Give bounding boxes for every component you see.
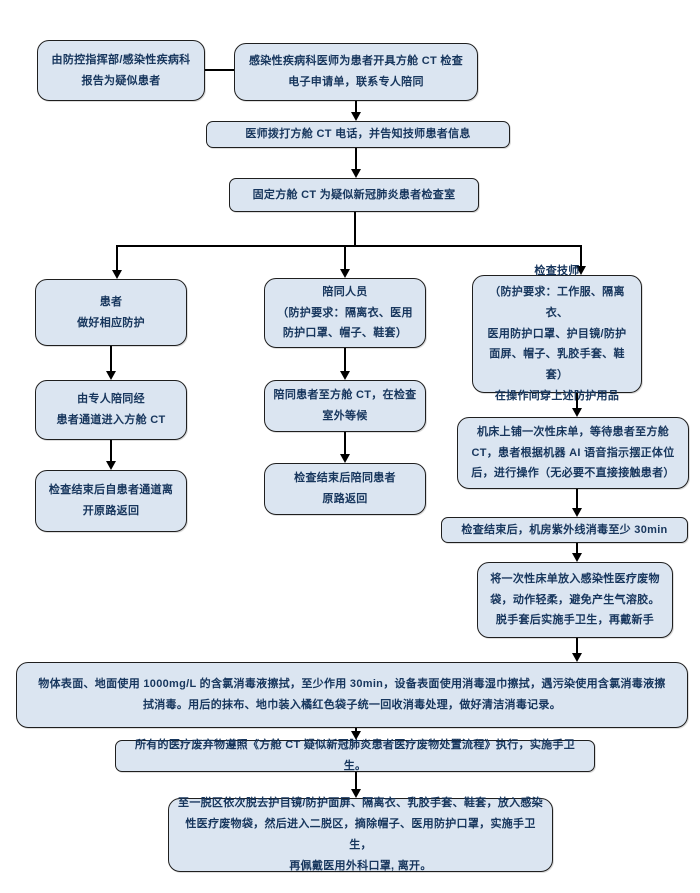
arrowhead-call-fixed [351, 169, 361, 178]
arrowhead-escort-1-2 [340, 371, 350, 380]
node-escort-protection: 陪同人员 （防护要求：隔离衣、医用 防护口罩、帽子、鞋套） [264, 278, 426, 348]
node-tech-protection: 检查技师 （防护要求：工作服、隔离衣、 医用防护口罩、护目镜/防护 面屏、帽子、… [472, 265, 642, 402]
arrowhead-branch-left [112, 270, 122, 279]
branch-stem [354, 212, 356, 247]
node-medical-waste: 所有的医疗废弃物遵照《方舱 CT 疑似新冠肺炎患者医疗废物处置流程》执行，实施手… [115, 739, 595, 772]
node-escort-wait: 陪同患者至方舱 CT，在检查 室外等候 [264, 380, 426, 432]
connector-report-order [205, 69, 234, 71]
arrowhead-waste-doffing [351, 789, 361, 798]
node-tech-uv-disinfect: 检查结束后，机房紫外线消毒至少 30min [441, 517, 688, 543]
branch-left-line [116, 245, 118, 271]
connector-order-call [355, 101, 357, 113]
connector-call-fixed [355, 148, 357, 170]
arrowhead-disinfect-waste [351, 731, 361, 740]
arrowhead-branch-middle [340, 269, 350, 278]
connector-patient-2-3 [110, 440, 112, 462]
node-call-technician: 医师拨打方舱 CT 电话，并告知技师患者信息 [206, 121, 510, 148]
node-tech-sheet-disposal: 将一次性床单放入感染性医疗废物 袋，动作轻柔，避免产生气溶胶。 脱手套后实施手卫… [477, 562, 673, 638]
connector-patient-1-2 [110, 346, 112, 372]
connector-tech-3-4 [576, 543, 578, 554]
connector-tech-2-3 [576, 489, 578, 509]
arrowhead-branch-right [576, 266, 586, 275]
connector-disinfect-waste [355, 728, 357, 732]
node-tech-operate: 机床上铺一次性床单，等待患者至方舱 CT，患者根据机器 AI 语音指示摆正体位 … [457, 417, 689, 489]
connector-escort-1-2 [344, 348, 346, 372]
node-report-suspected: 由防控指挥部/感染性疾病科 报告为疑似患者 [37, 40, 205, 101]
connector-escort-2-3 [344, 432, 346, 455]
arrowhead-tech-disinfect [572, 653, 582, 662]
connector-tech-disinfect [576, 638, 578, 654]
arrowhead-patient-1-2 [106, 371, 116, 380]
branch-right-line [580, 245, 582, 267]
node-surface-disinfection: 物体表面、地面使用 1000mg/L 的含氯消毒液擦拭，至少作用 30min，设… [16, 662, 688, 728]
branch-bar [116, 245, 582, 247]
node-patient-enter-ct: 由专人陪同经 患者通道进入方舱 CT [35, 380, 187, 440]
connector-tech-1-2 [576, 393, 578, 409]
node-escort-return: 检查结束后陪同患者 原路返回 [264, 463, 426, 515]
arrowhead-tech-2-3 [572, 508, 582, 517]
node-order-exam: 感染性疾病科医师为患者开具方舱 CT 检查 电子申请单，联系专人陪同 [234, 43, 478, 101]
arrowhead-tech-3-4 [572, 553, 582, 562]
arrowhead-tech-1-2 [572, 408, 582, 417]
branch-middle-line [344, 245, 346, 270]
connector-waste-doffing [355, 772, 357, 790]
arrowhead-patient-2-3 [106, 461, 116, 470]
node-doffing-area: 至一脱区依次脱去护目镜/防护面屏、隔离衣、乳胶手套、鞋套，放入感染 性医疗废物袋… [168, 797, 553, 872]
arrowhead-escort-2-3 [340, 454, 350, 463]
node-patient-return: 检查结束后自患者通道离 开原路返回 [35, 470, 187, 532]
arrowhead-order-call [351, 112, 361, 121]
node-fixed-exam-room: 固定方舱 CT 为疑似新冠肺炎患者检查室 [229, 178, 479, 212]
node-patient-protection: 患者 做好相应防护 [35, 279, 187, 346]
